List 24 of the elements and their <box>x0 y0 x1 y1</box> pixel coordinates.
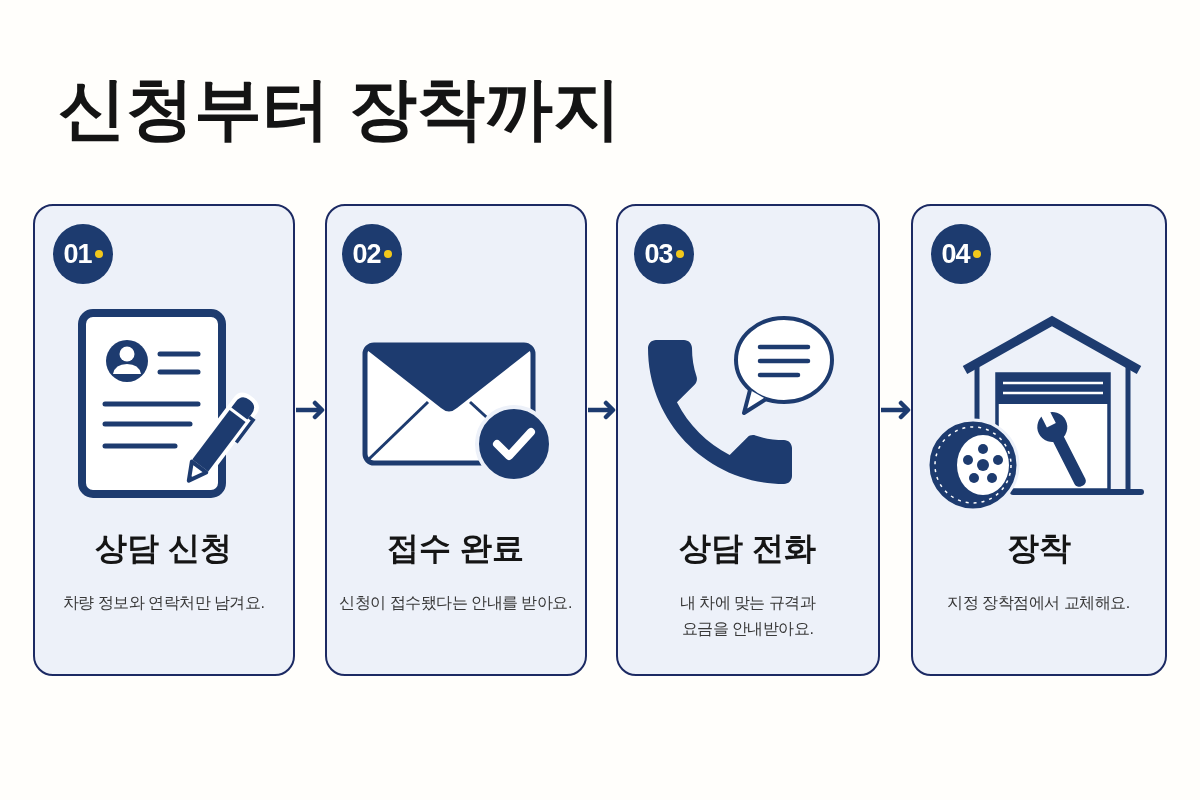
title: 신청부터 장착까지 <box>58 69 621 148</box>
step-card <box>616 204 880 676</box>
step-description: 지정 장착점에서 교체해요. <box>947 593 1130 613</box>
number-badge <box>342 224 402 284</box>
step-number: 04 <box>941 240 970 268</box>
step-description: 차량 정보와 연락처만 남겨요. <box>62 593 265 613</box>
step-number: 03 <box>644 240 673 268</box>
step-card <box>325 204 587 676</box>
number-badge <box>53 224 113 284</box>
arrow <box>588 400 616 420</box>
arrow <box>296 400 325 420</box>
step-description: 신청이 접수됐다는 안내를 받아요. <box>339 593 572 613</box>
step-number: 01 <box>63 240 92 268</box>
step-title: 상담 전화 <box>679 529 816 568</box>
step-card <box>33 204 295 676</box>
step-description: 내 차에 맞는 규격과 요금을 안내받아요. <box>678 593 817 639</box>
step-title: 상담 신청 <box>95 529 232 568</box>
step-title: 장착 <box>1006 529 1071 568</box>
step-card <box>911 204 1167 676</box>
step-number: 02 <box>352 240 381 268</box>
number-badge <box>931 224 991 284</box>
number-badge <box>634 224 694 284</box>
arrow <box>881 400 911 420</box>
step-title: 접수 완료 <box>387 529 524 568</box>
